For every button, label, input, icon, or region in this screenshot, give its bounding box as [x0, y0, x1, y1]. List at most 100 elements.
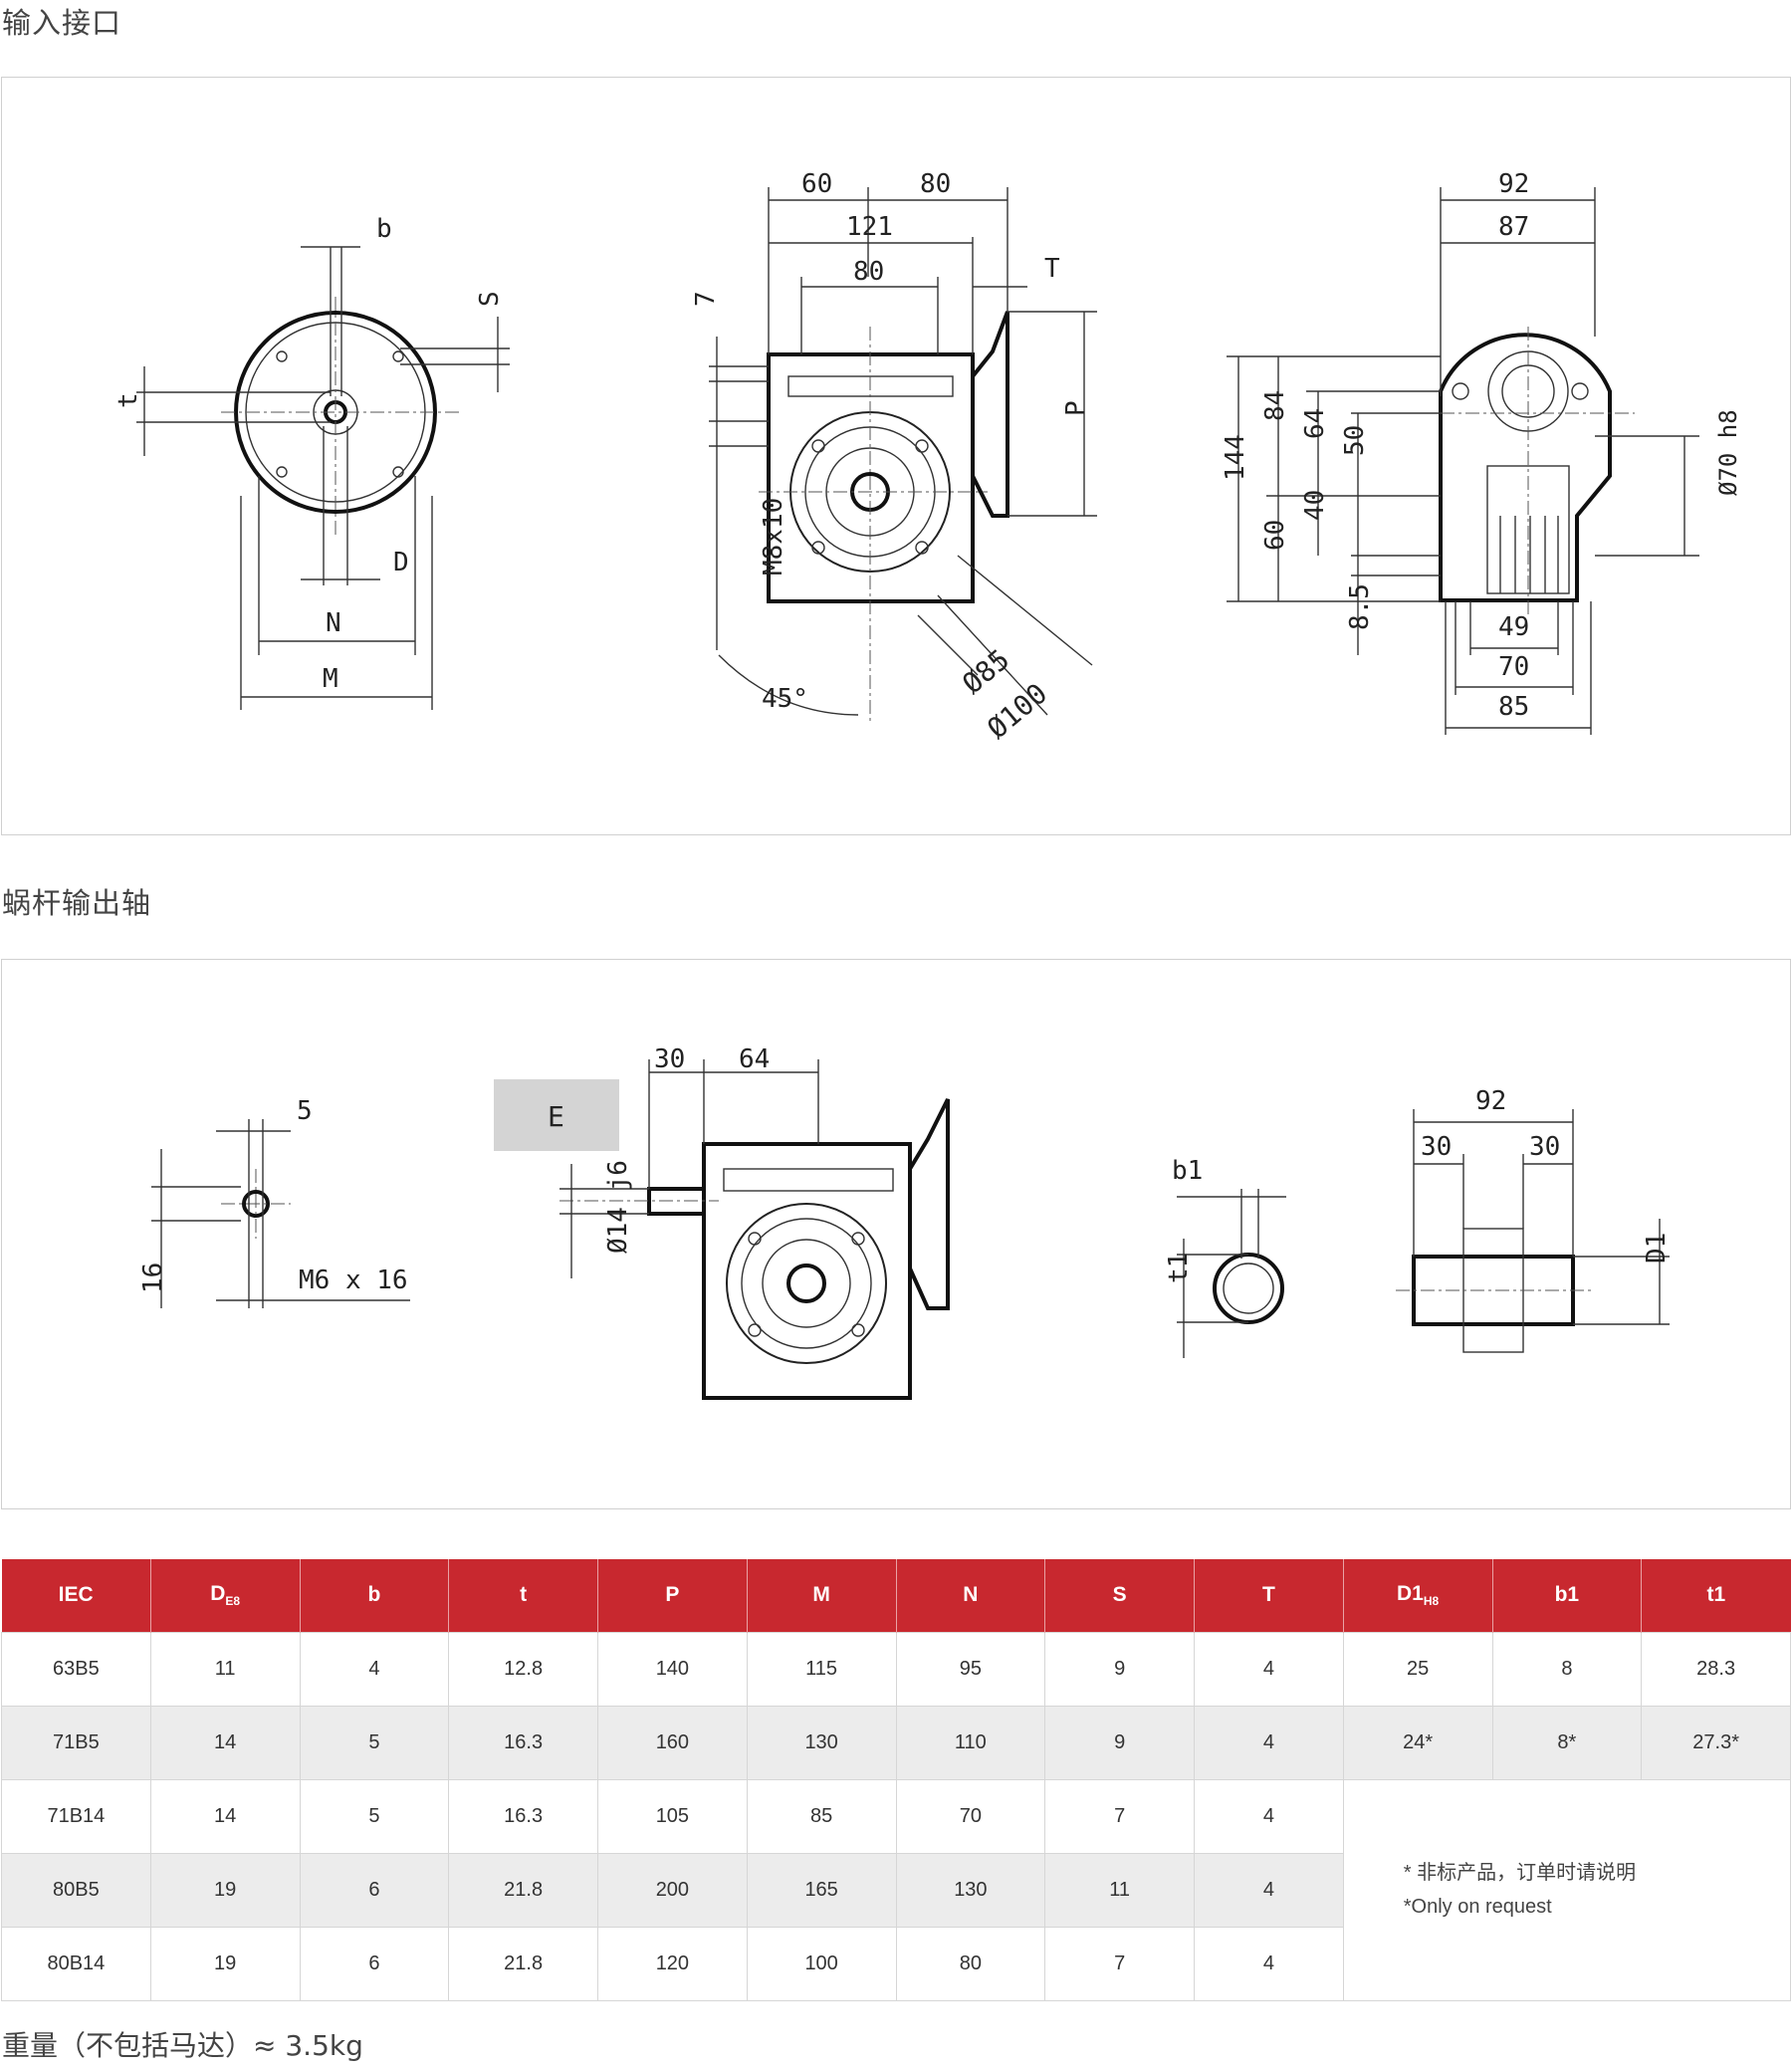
column-header: T — [1194, 1559, 1344, 1632]
gearbox-worm-shaft-view: 30 64 Ø14 j6 — [560, 1044, 950, 1400]
input-interface-drawing: b S t D N M — [113, 169, 1742, 745]
flange-front-view: b S t D N M — [113, 214, 510, 710]
dim-60: 60 — [801, 169, 832, 199]
table-cell: 70 — [895, 1778, 1046, 1854]
table-cell: 85 — [746, 1778, 897, 1854]
dim-N: N — [326, 608, 341, 638]
dim-D1: D1 — [1642, 1233, 1672, 1264]
table-cell: 71B5 — [1, 1705, 151, 1780]
column-header: P — [597, 1559, 748, 1632]
dim-T: T — [1044, 254, 1060, 284]
dim-7: 7 — [691, 291, 721, 307]
dim-87: 87 — [1498, 212, 1529, 242]
dim-64: 64 — [1300, 408, 1330, 439]
table-cell: 5 — [299, 1778, 450, 1854]
table-cell: 4 — [1194, 1926, 1344, 2001]
column-header: t1 — [1641, 1559, 1791, 1632]
output-drawing-panel: 5 16 M6 x 16 E 30 64 — [1, 959, 1791, 1509]
table-cell: 80 — [895, 1926, 1046, 2001]
table-cell: 8 — [1491, 1631, 1643, 1707]
request-note: * 非标产品，订单时请说明*Only on request — [1342, 1778, 1792, 2001]
weight-note: 重量（不包括马达）≈ 3.5kg — [2, 2029, 363, 2062]
table-cell: 71B14 — [1, 1778, 151, 1854]
tapped-hole-view: 5 16 M6 x 16 — [138, 1096, 410, 1308]
dim-144: 144 — [1221, 434, 1250, 481]
table-cell: 80B5 — [1, 1852, 151, 1928]
table-cell: 12.8 — [448, 1631, 598, 1707]
dim-30-right: 30 — [1529, 1132, 1560, 1162]
dim-45deg: 45° — [762, 684, 808, 714]
dim-S: S — [475, 291, 505, 307]
table-cell: 95 — [895, 1631, 1046, 1707]
column-header: M — [747, 1559, 897, 1632]
table-cell: 63B5 — [1, 1631, 151, 1707]
table-cell: 27.3* — [1641, 1705, 1791, 1780]
dim-70: 70 — [1498, 652, 1529, 682]
table-cell: 9 — [1044, 1705, 1195, 1780]
dim-84: 84 — [1260, 390, 1290, 421]
table-cell: 115 — [746, 1631, 897, 1707]
table-cell: 21.8 — [448, 1852, 598, 1928]
dim-phi70: Ø70 h8 — [1714, 409, 1742, 496]
gearbox-side-view: 60 80 121 80 T P 7 M8x10 Ø85 Ø100 — [691, 169, 1097, 745]
table-cell: 4 — [1194, 1705, 1344, 1780]
dim-85: 85 — [1498, 692, 1529, 722]
table-cell: 19 — [149, 1852, 301, 1928]
table-cell: 6 — [299, 1852, 450, 1928]
column-header: b1 — [1492, 1559, 1643, 1632]
dim-60-end: 60 — [1260, 520, 1290, 551]
dim-t: t — [113, 392, 143, 408]
dim-5: 5 — [297, 1096, 313, 1126]
table-cell: 16.3 — [448, 1778, 598, 1854]
dim-92-shaft: 92 — [1475, 1086, 1506, 1116]
table-cell: 11 — [1044, 1852, 1195, 1928]
table-cell: 140 — [597, 1631, 748, 1707]
table-cell: 21.8 — [448, 1926, 598, 2001]
output-section-title: 蜗杆输出轴 — [2, 886, 152, 920]
column-header: t — [448, 1559, 598, 1632]
table-cell: 7 — [1044, 1926, 1195, 2001]
column-header: S — [1044, 1559, 1195, 1632]
table-cell: 4 — [1194, 1631, 1344, 1707]
hollow-shaft-view: 92 30 30 D1 — [1396, 1086, 1672, 1353]
table-cell: 9 — [1044, 1631, 1195, 1707]
dim-40: 40 — [1300, 490, 1330, 521]
dim-M: M — [323, 664, 338, 694]
table-cell: 14 — [149, 1778, 301, 1854]
dim-b: b — [376, 214, 392, 244]
dim-8-5: 8.5 — [1345, 583, 1375, 630]
table-cell: 4 — [299, 1631, 450, 1707]
dim-M8x10: M8x10 — [759, 498, 788, 575]
table-cell: 105 — [597, 1778, 748, 1854]
bore-view: b1 t1 — [1164, 1156, 1286, 1358]
dim-50: 50 — [1340, 425, 1370, 456]
table-cell: 160 — [597, 1705, 748, 1780]
dim-80-mid: 80 — [853, 257, 884, 287]
table-cell: 5 — [299, 1705, 450, 1780]
table-cell: 11 — [149, 1631, 301, 1707]
table-cell: 4 — [1194, 1852, 1344, 1928]
worm-shaft-drawing: 5 16 M6 x 16 E 30 64 — [138, 1044, 1672, 1400]
dim-phi85: Ø85 — [956, 643, 1015, 701]
table-cell: 16.3 — [448, 1705, 598, 1780]
table-cell: 200 — [597, 1852, 748, 1928]
dim-M6x16: M6 x 16 — [299, 1265, 408, 1295]
dim-t1: t1 — [1164, 1253, 1194, 1283]
column-header: D1H8 — [1343, 1559, 1493, 1632]
table-cell: 8* — [1491, 1705, 1643, 1780]
dim-80-top: 80 — [920, 169, 951, 199]
table-cell: 165 — [746, 1852, 897, 1928]
table-cell: 25 — [1342, 1631, 1493, 1707]
table-cell: 6 — [299, 1926, 450, 2001]
dim-D: D — [393, 548, 409, 577]
gearbox-end-view: 92 87 144 84 64 50 60 40 8.5 Ø70 h — [1221, 169, 1742, 735]
dim-phi14: Ø14 j6 — [603, 1160, 633, 1254]
input-drawing-panel: b S t D N M — [1, 77, 1791, 835]
table-cell: 7 — [1044, 1778, 1195, 1854]
dim-49: 49 — [1498, 612, 1529, 642]
table-cell: 28.3 — [1641, 1631, 1791, 1707]
table-cell: 14 — [149, 1705, 301, 1780]
